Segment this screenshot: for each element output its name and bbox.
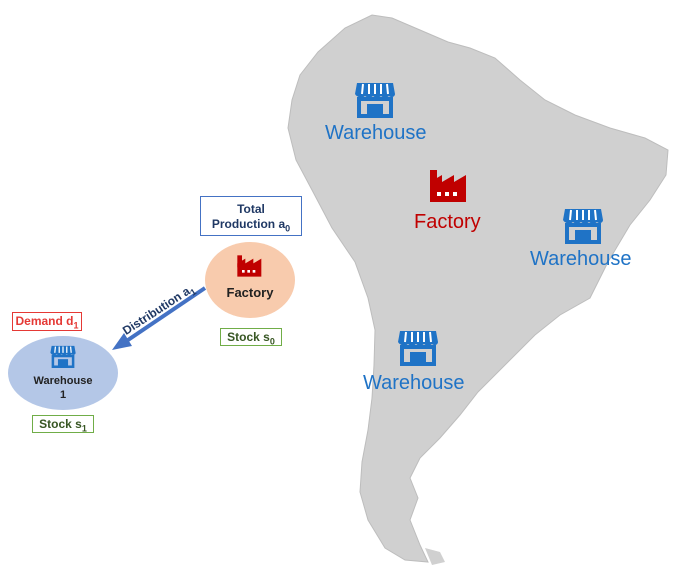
store-icon (398, 331, 438, 366)
demand-sub: 1 (73, 320, 79, 331)
distribution-arrowhead (112, 333, 132, 350)
south-america-shape (287, 14, 669, 563)
stock-factory-sub: 0 (269, 336, 275, 347)
total-production-box: Total Production a0 (200, 196, 302, 236)
warehouse-label: Warehouse (325, 122, 427, 144)
warehouse-node: Warehouse 1 (8, 336, 118, 410)
stock-factory-label: Stock s (227, 330, 270, 344)
total-production-sub: 0 (285, 223, 291, 234)
factory-node-label: Factory (226, 285, 274, 300)
warehouse-node-line2: 1 (59, 389, 67, 401)
warehouse-node-line1: Warehouse (33, 375, 93, 387)
total-production-line1: Total (237, 202, 265, 216)
warehouse-node-label: Warehouse 1 (8, 374, 118, 402)
total-production-line2: Production a (211, 217, 286, 231)
store-icon (563, 209, 603, 244)
factory-icon (237, 255, 262, 277)
factory-icon (430, 170, 466, 202)
store-icon (50, 345, 76, 368)
warehouse-label: Warehouse (363, 372, 465, 394)
demand-label: Demand d (15, 314, 74, 328)
store-icon (355, 83, 395, 118)
island-shape (425, 548, 445, 565)
demand-box: Demand d1 (12, 312, 82, 331)
stock-factory-box: Stock s0 (220, 328, 282, 346)
factory-node: Factory (205, 242, 295, 318)
stock-warehouse-sub: 1 (81, 423, 87, 434)
distribution-arrow (126, 286, 207, 342)
stock-warehouse-box: Stock s1 (32, 415, 94, 433)
factory-label: Factory (414, 211, 481, 233)
warehouse-label: Warehouse (530, 248, 632, 270)
stock-warehouse-label: Stock s (39, 417, 82, 431)
